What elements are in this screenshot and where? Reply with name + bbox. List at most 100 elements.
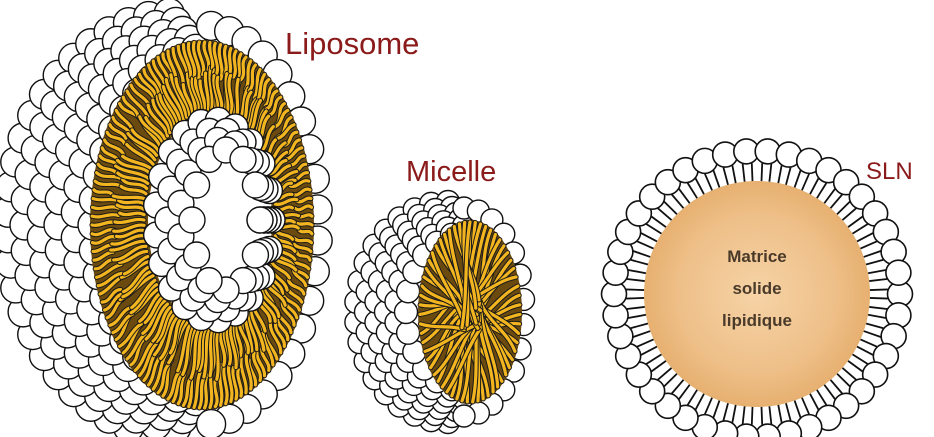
sln-tail — [866, 260, 883, 265]
liposome-illustration — [0, 0, 332, 437]
liposome-inner-head — [242, 242, 268, 268]
sln-tail — [864, 331, 881, 337]
sln-tail — [860, 241, 876, 248]
liposome-inner-head — [247, 207, 273, 233]
sln-tail — [627, 279, 645, 281]
liposome-tail — [229, 48, 231, 75]
sln-tail — [743, 164, 745, 182]
sln-tail — [664, 202, 677, 215]
sln-tail — [627, 307, 645, 309]
micelle-head — [395, 301, 418, 324]
sln-tail — [688, 183, 698, 198]
sln-tail — [857, 347, 873, 355]
liposome-tail — [119, 201, 145, 205]
sln-tail — [743, 406, 745, 424]
liposome-tail — [113, 196, 145, 199]
sln-tail — [810, 394, 818, 410]
sln-tail — [688, 390, 698, 405]
liposome-tail — [217, 329, 218, 379]
sln-tail — [853, 354, 868, 364]
sln-tail — [786, 167, 791, 184]
sln-tail — [723, 403, 728, 420]
sln-tail — [860, 339, 876, 346]
sln-tail — [679, 189, 690, 203]
micelle-head — [397, 321, 420, 344]
sln-tail — [761, 407, 762, 425]
sln-tail — [633, 331, 650, 337]
sln-tail — [732, 405, 735, 423]
sln-tail — [672, 380, 684, 394]
micelle-label: Micelle — [406, 156, 496, 188]
sln-tail — [870, 298, 888, 299]
sln-tail — [831, 195, 843, 209]
sln-tail — [802, 398, 809, 415]
sln-tail — [802, 174, 809, 191]
sln-tail — [761, 163, 762, 181]
sln-tail — [658, 368, 672, 380]
liposome-tail — [296, 223, 312, 225]
sln-tail — [752, 407, 753, 425]
sln-tail — [786, 403, 791, 420]
sln-tail — [651, 361, 666, 372]
sln-tail — [769, 406, 771, 424]
sln-tail — [713, 170, 719, 187]
sln-tail — [705, 174, 712, 191]
liposome-tail — [120, 213, 144, 215]
sln-tail — [857, 233, 873, 241]
sln-tail — [853, 224, 868, 234]
sln-tail — [837, 374, 850, 387]
liposome-inner-head — [179, 207, 205, 233]
sln-tail — [631, 324, 648, 329]
micelle-illustration — [345, 191, 535, 434]
sln-tail — [868, 270, 886, 273]
sln-tail — [842, 208, 856, 220]
sln-tail — [732, 165, 735, 183]
sln-label: SLN — [866, 158, 913, 185]
sln-tail — [633, 251, 650, 257]
sln-tail — [842, 368, 856, 380]
sln-tail — [824, 189, 835, 203]
sln-tail — [626, 289, 644, 290]
sln-tail — [646, 224, 661, 234]
liposome-inner-head — [242, 172, 268, 198]
sln-tail — [713, 401, 719, 418]
sln-tail — [824, 385, 835, 399]
sln-core-label-line3: lipidique — [722, 311, 792, 330]
liposome-tail — [93, 207, 119, 209]
sln-tail — [837, 202, 850, 215]
sln-tail — [628, 315, 646, 318]
sln-core-label-line2: solide — [732, 279, 781, 298]
sln-tail — [705, 398, 712, 415]
sln-tail — [848, 216, 863, 227]
liposome-tail — [210, 330, 211, 376]
sln-tail — [795, 401, 801, 418]
sln-tail — [868, 315, 886, 318]
liposome-tail — [236, 79, 238, 119]
liposome-inner-head — [230, 146, 256, 172]
sln-tail — [637, 339, 653, 346]
liposome-inner-head — [184, 172, 210, 198]
sln-tail — [723, 167, 728, 184]
sln-tail — [641, 347, 657, 355]
sln-tail — [866, 324, 883, 329]
sln-tail — [817, 390, 827, 405]
sln-tail — [696, 394, 704, 410]
liposome-tail — [234, 51, 236, 77]
sln-tail — [664, 374, 677, 387]
sln-tail — [831, 380, 843, 394]
sln-tail — [810, 178, 818, 194]
liposome-inner-head — [196, 268, 222, 294]
micelle-head — [453, 405, 475, 427]
sln-tail — [637, 241, 653, 248]
sln-headgroup — [886, 260, 911, 285]
sln-tail — [817, 183, 827, 198]
sln-tail — [626, 298, 644, 299]
sln-tail — [869, 307, 887, 309]
sln-tail — [631, 260, 648, 265]
sln-tail — [869, 279, 887, 281]
sln-tail — [864, 251, 881, 257]
liposome-tail — [225, 46, 227, 73]
sln-tail — [752, 163, 753, 181]
liposome-outer-head — [197, 410, 226, 437]
